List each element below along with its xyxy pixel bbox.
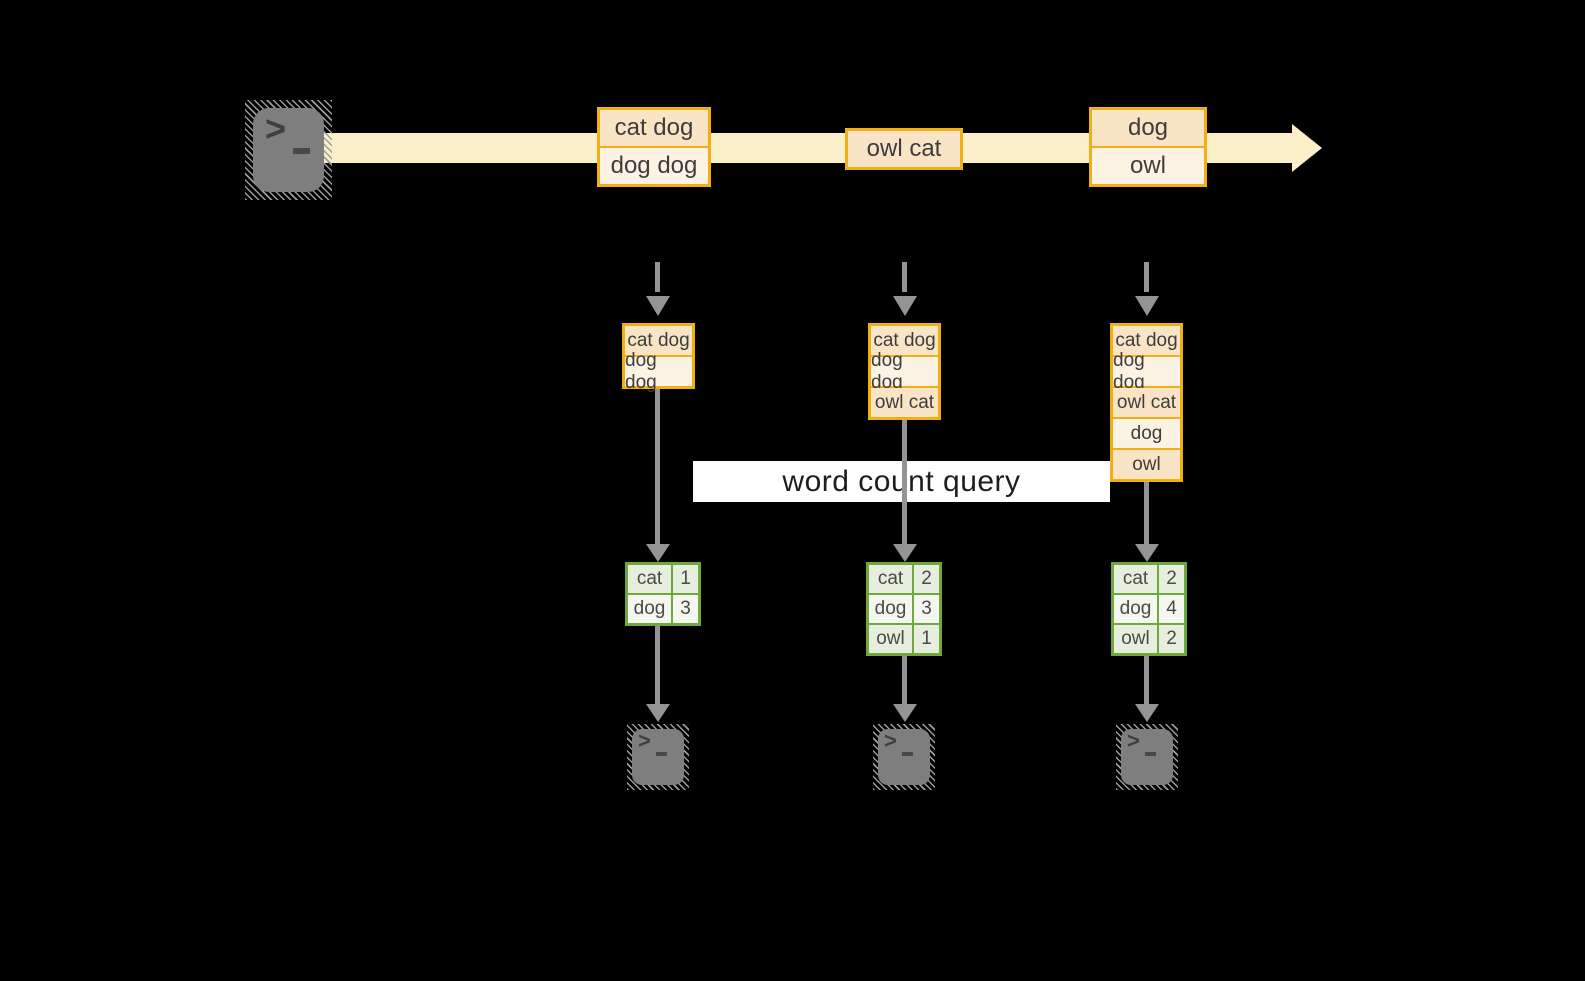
source-terminal-icon: > xyxy=(245,100,332,200)
terminal-cursor-icon xyxy=(1145,752,1156,756)
sink-arrow-line xyxy=(902,656,907,704)
sink-terminal-icon: > xyxy=(627,724,689,790)
terminal-cursor-icon xyxy=(293,148,310,154)
terminal-screen xyxy=(632,729,684,785)
word-cell: cat xyxy=(1114,565,1157,593)
query-arrow-head xyxy=(1135,544,1159,562)
table-row: cat 2 xyxy=(869,565,939,593)
terminal-prompt-icon: > xyxy=(265,108,287,149)
query-arrow-head xyxy=(893,544,917,562)
input-state-2: cat dog dog dog owl cat xyxy=(868,323,941,420)
count-cell: 3 xyxy=(914,595,939,623)
word-cell: dog xyxy=(869,595,912,623)
word-cell: dog xyxy=(1114,595,1157,623)
count-cell: 4 xyxy=(1159,595,1184,623)
query-arrow-line xyxy=(902,416,907,544)
count-table-2: cat 2 dog 3 owl 1 xyxy=(866,562,942,656)
state-record: cat dog xyxy=(1113,326,1180,355)
count-table-3: cat 2 dog 4 owl 2 xyxy=(1111,562,1187,656)
sink-arrow-head xyxy=(1135,704,1159,722)
stream-record: dog dog xyxy=(600,148,708,184)
stream-record: cat dog xyxy=(600,110,708,146)
count-cell: 3 xyxy=(673,595,698,623)
terminal-cursor-icon xyxy=(902,752,913,756)
stream-batch-1: cat dog dog dog xyxy=(597,107,711,187)
dashed-arrow-line xyxy=(1144,262,1149,292)
sink-arrow-line xyxy=(1144,656,1149,704)
word-cell: owl xyxy=(1114,625,1157,653)
query-arrow-head xyxy=(646,544,670,562)
table-row: cat 2 xyxy=(1114,565,1184,593)
table-row: dog 3 xyxy=(628,595,698,623)
word-cell: dog xyxy=(628,595,671,623)
word-cell: cat xyxy=(869,565,912,593)
dashed-arrow-head xyxy=(1135,296,1159,316)
state-record: dog dog xyxy=(1113,350,1180,393)
terminal-screen xyxy=(878,729,930,785)
table-row: owl 1 xyxy=(869,625,939,653)
terminal-cursor-icon xyxy=(656,752,667,756)
count-table-1: cat 1 dog 3 xyxy=(625,562,701,626)
state-record: dog dog xyxy=(625,350,692,393)
sink-arrow-head xyxy=(646,704,670,722)
query-arrow-line xyxy=(655,388,660,544)
stream-record: owl xyxy=(1092,148,1204,184)
sink-terminal-icon: > xyxy=(1116,724,1178,790)
sink-terminal-icon: > xyxy=(873,724,935,790)
query-label: word count query xyxy=(782,464,1021,498)
query-arrow-line xyxy=(1144,480,1149,544)
terminal-screen xyxy=(1121,729,1173,785)
table-row: dog 3 xyxy=(869,595,939,623)
count-cell: 2 xyxy=(1159,565,1184,593)
dashed-arrow-head xyxy=(646,296,670,316)
state-record: owl xyxy=(1113,450,1180,479)
stream-batch-2: owl cat xyxy=(845,128,963,170)
sink-arrow-line xyxy=(655,626,660,704)
state-record: cat dog xyxy=(625,326,692,355)
count-cell: 2 xyxy=(914,565,939,593)
input-state-1: cat dog dog dog xyxy=(622,323,695,393)
state-record: owl cat xyxy=(1113,388,1180,417)
dashed-arrow-line xyxy=(655,262,660,292)
word-cell: cat xyxy=(628,565,671,593)
dashed-arrow-head xyxy=(893,296,917,316)
stream-record: dog xyxy=(1092,110,1204,146)
stream-arrowhead xyxy=(1292,124,1322,172)
count-cell: 1 xyxy=(673,565,698,593)
state-record: owl cat xyxy=(871,388,938,417)
count-cell: 2 xyxy=(1159,625,1184,653)
terminal-screen xyxy=(253,108,324,192)
state-record: dog xyxy=(1113,419,1180,448)
dashed-arrow-line xyxy=(902,262,907,292)
state-record: dog dog xyxy=(871,350,938,393)
table-row: owl 2 xyxy=(1114,625,1184,653)
query-label-box: word count query xyxy=(693,461,1110,502)
input-state-3: cat dog dog dog owl cat dog owl xyxy=(1110,323,1183,482)
terminal-prompt-icon: > xyxy=(884,728,897,753)
terminal-prompt-icon: > xyxy=(638,728,651,753)
terminal-prompt-icon: > xyxy=(1127,728,1140,753)
sink-arrow-head xyxy=(893,704,917,722)
stream-batch-3: dog owl xyxy=(1089,107,1207,187)
state-record: cat dog xyxy=(871,326,938,355)
count-cell: 1 xyxy=(914,625,939,653)
stream-record: owl cat xyxy=(848,131,960,167)
word-cell: owl xyxy=(869,625,912,653)
table-row: cat 1 xyxy=(628,565,698,593)
table-row: dog 4 xyxy=(1114,595,1184,623)
